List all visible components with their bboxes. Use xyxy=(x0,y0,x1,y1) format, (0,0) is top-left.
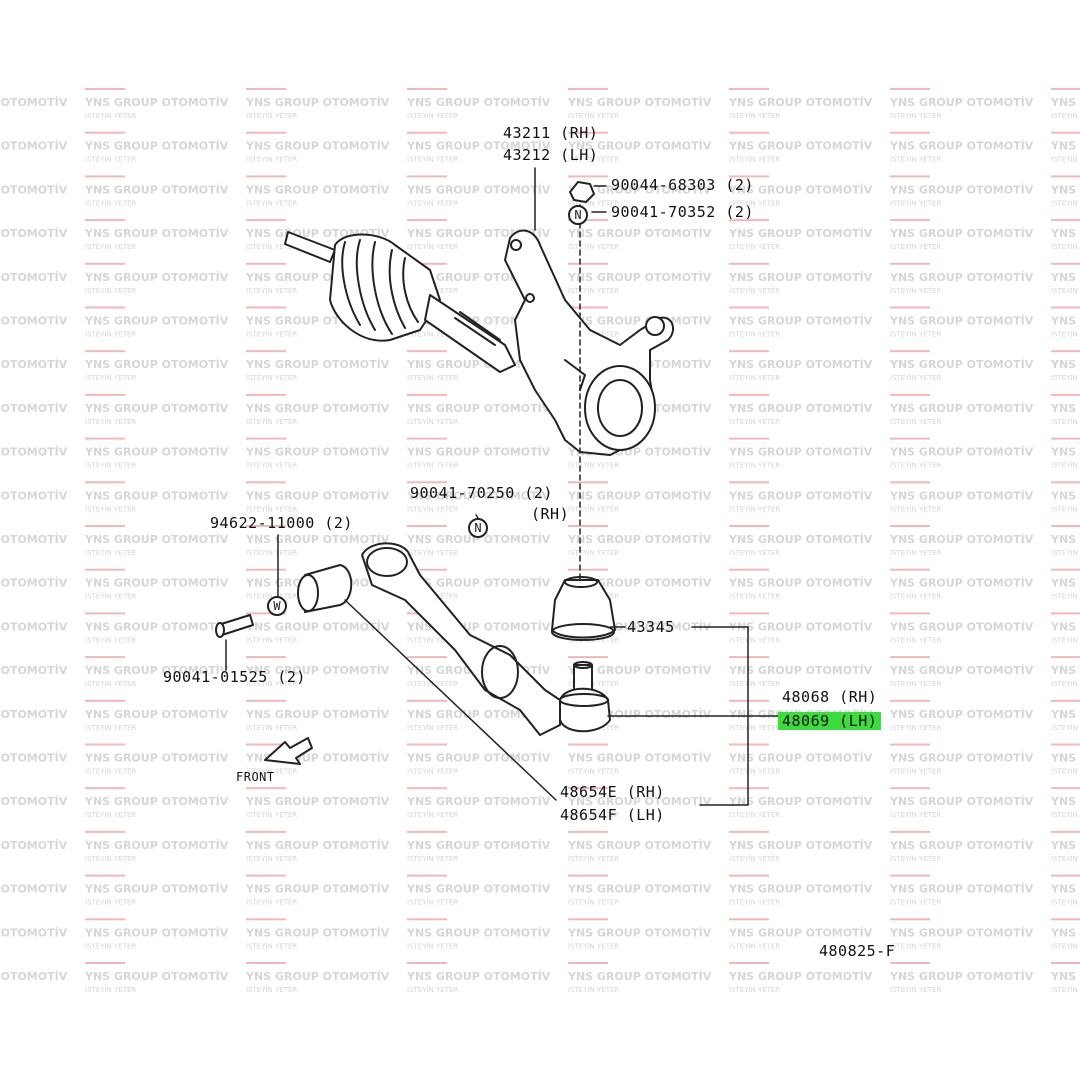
callout-n-top xyxy=(568,205,588,225)
label-front: FRONT xyxy=(236,770,275,784)
label-balljoint-rh: 48068 (RH) xyxy=(782,688,878,706)
front-arrow-icon xyxy=(264,737,313,765)
label-arm-lh: 48654F (LH) xyxy=(560,806,665,824)
label-arm-rh: 48654E (RH) xyxy=(560,783,665,801)
bolt xyxy=(215,614,254,638)
label-knuckle-lh: 43212 (LH) xyxy=(503,146,599,164)
leader-lines xyxy=(225,167,781,806)
label-boot: 43345 xyxy=(627,618,675,636)
label-nut-mid: 90041-70250 (2) xyxy=(410,484,553,502)
arm-bushing xyxy=(297,564,353,613)
callout-w xyxy=(267,596,287,616)
drive-shaft xyxy=(284,231,516,373)
steering-knuckle xyxy=(504,229,675,456)
callout-n-top-label: N xyxy=(574,208,581,222)
diagram-number: 480825-F xyxy=(819,942,896,960)
castle-nut-icon xyxy=(569,181,595,203)
callout-n-mid-label: N xyxy=(474,521,481,535)
label-bolt: 90041-01525 (2) xyxy=(163,668,306,686)
label-washer: 94622-11000 (2) xyxy=(210,514,353,532)
dust-boot xyxy=(551,576,616,641)
lower-control-arm xyxy=(361,542,561,736)
callout-n-mid xyxy=(468,518,488,538)
label-nut-top-1: 90044-68303 (2) xyxy=(611,176,754,194)
ball-joint xyxy=(559,661,611,733)
callout-w-label: W xyxy=(273,599,281,613)
label-nut-mid-rh: (RH) xyxy=(531,505,570,523)
label-balljoint-lh: 48069 (LH) xyxy=(778,712,882,730)
label-knuckle-rh: 43211 (RH) xyxy=(503,124,599,142)
label-nut-top-2: 90041-70352 (2) xyxy=(611,203,754,221)
